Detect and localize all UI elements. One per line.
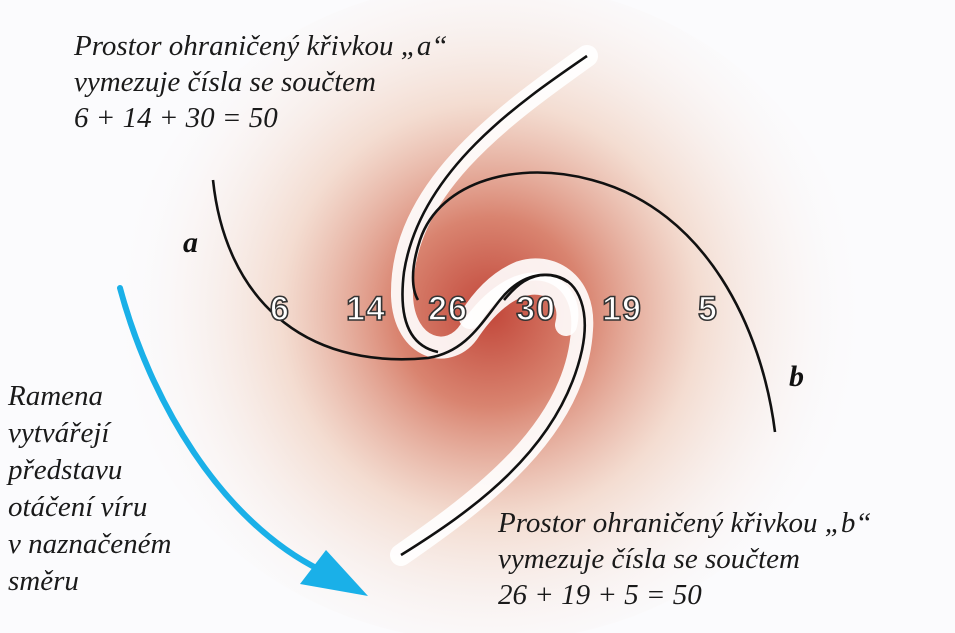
number-19: 19 — [601, 289, 642, 329]
curve-label-a: a — [183, 226, 198, 259]
note-arms-rotation: Ramena vytvářejí představu otáčení víru … — [8, 380, 172, 597]
rotation-arrow-shaft — [117, 285, 323, 573]
spiral-gap-b — [390, 258, 594, 566]
rotation-arrow-head — [300, 550, 368, 596]
note-curve-b: Prostor ohraničený křivkou „b“ vymezuje … — [498, 507, 872, 611]
number-26: 26 — [427, 289, 468, 329]
number-30: 30 — [515, 289, 556, 329]
note-curve-a: Prostor ohraničený křivkou „a“ vymezuje … — [74, 30, 448, 134]
curve-a-inner — [401, 54, 588, 354]
curve-b-inner — [400, 273, 586, 557]
number-6: 6 — [269, 289, 290, 329]
number-14: 14 — [345, 289, 386, 329]
curve-b-outer — [411, 171, 777, 433]
curve-label-b: b — [789, 360, 804, 393]
number-5: 5 — [697, 289, 718, 329]
